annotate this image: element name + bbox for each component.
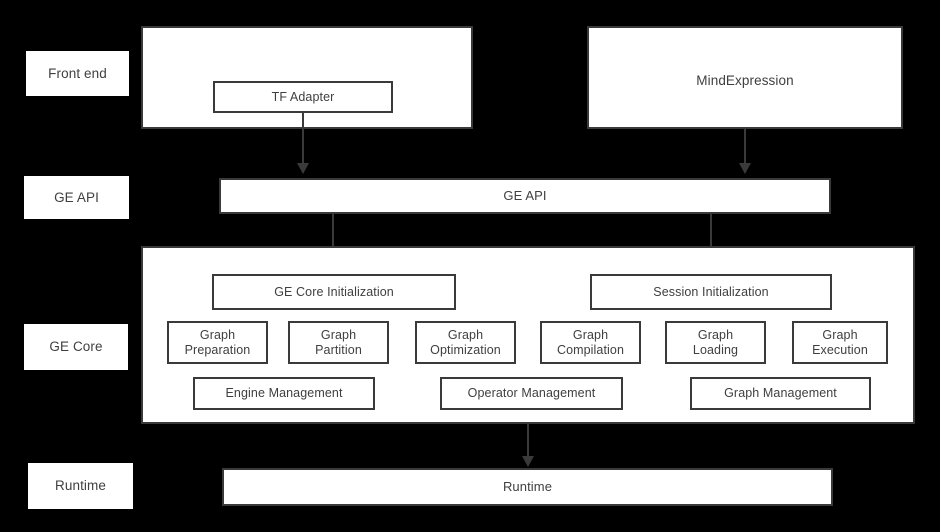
module-label-line1: Graph <box>199 327 236 342</box>
connector-tf-adapter-to-ge-api-line <box>302 113 304 165</box>
module-graph-preparation[interactable]: Graph Preparation <box>167 321 268 364</box>
stage-label-runtime: Runtime <box>28 463 133 509</box>
mindexpression-panel: MindExpression <box>587 26 903 129</box>
management-label: Engine Management <box>225 386 343 401</box>
connector-ge-api-to-ge-core-init-line <box>332 214 334 260</box>
module-label-line2: Optimization <box>430 342 501 357</box>
module-label-line2: Partition <box>315 342 362 357</box>
ge-core-initialization-box[interactable]: GE Core Initialization <box>212 274 456 310</box>
module-label-line2: Compilation <box>556 342 625 357</box>
mindexpression-title: MindExpression <box>696 73 794 88</box>
stage-label-text: Runtime <box>55 478 106 494</box>
management-label: Operator Management <box>467 386 596 401</box>
module-label-line2: Execution <box>812 342 868 357</box>
ge-core-initialization-label: GE Core Initialization <box>274 284 394 299</box>
module-graph-optimization[interactable]: Graph Optimization <box>415 321 516 364</box>
module-label-line2: Preparation <box>184 342 251 357</box>
stage-label-text: Front end <box>48 65 107 81</box>
session-initialization-label: Session Initialization <box>653 284 769 299</box>
module-graph-partition[interactable]: Graph Partition <box>288 321 389 364</box>
connector-mindexpression-to-ge-api-line <box>744 129 746 165</box>
connector-mindexpression-to-ge-api-arrowhead <box>739 163 751 174</box>
stage-label-ge-core: GE Core <box>24 324 128 370</box>
module-graph-execution[interactable]: Graph Execution <box>792 321 888 364</box>
session-initialization-box[interactable]: Session Initialization <box>590 274 832 310</box>
ge-core-panel: GE Core Initialization Session Initializ… <box>141 246 915 424</box>
connector-ge-core-to-runtime-line <box>527 424 529 458</box>
ge-api-bar[interactable]: GE API <box>219 178 831 214</box>
runtime-label: Runtime <box>502 479 553 495</box>
module-label-line1: Graph <box>697 327 734 342</box>
management-operator[interactable]: Operator Management <box>440 377 623 410</box>
module-label-line2: Loading <box>692 342 739 357</box>
connector-ge-core-to-runtime-arrowhead <box>522 456 534 467</box>
tensorflow-panel: Tensorflow TF Adapter <box>141 26 473 129</box>
tf-adapter-label: TF Adapter <box>271 89 335 104</box>
connector-ge-api-to-session-init-line <box>710 214 712 260</box>
module-label-line1: Graph <box>572 327 609 342</box>
module-graph-loading[interactable]: Graph Loading <box>665 321 766 364</box>
module-label-line1: Graph <box>822 327 858 342</box>
stage-label-ge-api: GE API <box>24 176 129 219</box>
management-engine[interactable]: Engine Management <box>193 377 375 410</box>
module-graph-compilation[interactable]: Graph Compilation <box>540 321 641 364</box>
runtime-bar[interactable]: Runtime <box>222 468 833 506</box>
stage-label-text: GE API <box>54 189 99 205</box>
tf-adapter-box[interactable]: TF Adapter <box>213 81 393 113</box>
stage-label-text: GE Core <box>49 339 103 355</box>
module-label-line1: Graph <box>320 327 357 342</box>
stage-label-front-end: Front end <box>26 51 129 96</box>
ge-api-label: GE API <box>503 188 547 204</box>
management-label: Graph Management <box>724 386 837 401</box>
connector-tf-adapter-to-ge-api-arrowhead <box>297 163 309 174</box>
management-graph[interactable]: Graph Management <box>690 377 871 410</box>
module-label-line1: Graph <box>447 327 484 342</box>
